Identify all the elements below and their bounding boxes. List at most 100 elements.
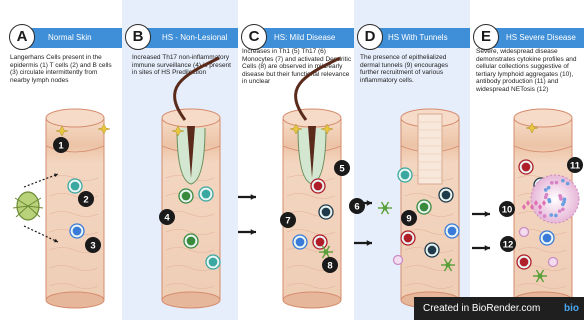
callout-7: 7 [280, 212, 296, 228]
th1-cell-nucleus [442, 191, 451, 200]
th17-cell-nucleus [187, 237, 196, 246]
callout-number: 4 [164, 213, 170, 224]
t-cell [68, 179, 82, 193]
callout-1: 1 [53, 137, 69, 153]
dendritic-cell-body [383, 206, 388, 211]
b-cell-nucleus [543, 234, 552, 243]
monocyte-nucleus [448, 227, 457, 236]
callout-number: 2 [83, 195, 88, 206]
progression-arrow-head [367, 240, 372, 246]
th1-cell [439, 188, 453, 202]
skin-base [283, 292, 341, 308]
aggregate-cell [547, 186, 551, 190]
th1-cell [401, 231, 415, 245]
skin-surface [283, 109, 341, 127]
t-cell-nucleus [209, 258, 218, 267]
callout-number: 8 [327, 261, 332, 272]
callout-11: 11 [567, 157, 583, 173]
callout-number: 1 [58, 141, 64, 152]
th1-cell-nucleus [316, 238, 325, 247]
t-cell-nucleus [71, 182, 80, 191]
t-cell [199, 187, 213, 201]
neutrophil [520, 228, 529, 237]
callout-3: 3 [85, 237, 101, 253]
biorender-watermark: Created in BioRender.com bio [414, 297, 584, 320]
aggregate-cell [558, 194, 562, 198]
b-cell [540, 231, 554, 245]
biorender-logo: bio [564, 297, 579, 320]
progression-arrow-head [251, 229, 256, 235]
inflammatory-cell [425, 243, 439, 257]
aggregate-cell [550, 181, 554, 185]
skin-cross-section [162, 58, 220, 308]
aggregate-cell [566, 182, 570, 186]
callout-8: 8 [322, 257, 338, 273]
skin-surface [162, 109, 220, 127]
aggregate-cell [544, 188, 548, 192]
monocyte [445, 224, 459, 238]
progression-arrow-head [485, 245, 490, 251]
skin-base [46, 292, 104, 308]
callout-12: 12 [500, 236, 516, 252]
aggregate-cell [554, 214, 558, 218]
aggregate-cell [548, 200, 552, 204]
b-cell [70, 224, 84, 238]
skin-cross-section [46, 109, 104, 308]
t-cell-nucleus [202, 190, 211, 199]
neutrophil [549, 258, 558, 267]
callout-number: 9 [406, 214, 411, 225]
aggregate-cell [549, 213, 553, 217]
th17-cell [417, 200, 431, 214]
callout-number: 6 [354, 202, 359, 213]
callout-number: 12 [503, 240, 514, 251]
progression-arrow-head [367, 200, 372, 206]
th1-cell-nucleus [520, 258, 529, 267]
t-cell [206, 255, 220, 269]
skin-surface [46, 109, 104, 127]
th17-cell [179, 189, 193, 203]
aggregate-cell [561, 179, 565, 183]
b-cell-nucleus [73, 227, 82, 236]
th17-cell-nucleus [322, 208, 331, 217]
aggregate-cell [543, 214, 547, 218]
callout-number: 11 [570, 161, 581, 172]
inflammatory-cell [398, 168, 412, 182]
aggregate-cell [544, 196, 548, 200]
callout-6: 6 [349, 198, 365, 214]
callout-number: 7 [285, 216, 290, 227]
th17-cell-nucleus [420, 203, 429, 212]
dermal-tunnel [418, 114, 442, 184]
callout-2: 2 [78, 191, 94, 207]
skin-base [162, 292, 220, 308]
aggregate-cell [563, 198, 567, 202]
th17-cell-nucleus [182, 192, 191, 201]
dendritic-cell-body [446, 263, 451, 268]
callout-number: 10 [502, 205, 513, 216]
aggregate-cell [561, 208, 565, 212]
lymph-node-icon [13, 192, 43, 220]
th1-cell [313, 235, 327, 249]
dendritic-cell-body [324, 250, 329, 255]
th1-cell [519, 160, 533, 174]
th1-cell-nucleus [404, 234, 413, 243]
th1-cell [517, 255, 531, 269]
callout-number: 5 [339, 164, 345, 175]
monocyte-nucleus [296, 238, 305, 247]
th1-cell [311, 179, 325, 193]
th1-cell-nucleus [314, 182, 323, 191]
th17-cell [319, 205, 333, 219]
neutrophil [394, 256, 403, 265]
callout-10: 10 [499, 201, 515, 217]
monocyte [293, 235, 307, 249]
skin-surface [514, 109, 572, 127]
callout-9: 9 [401, 210, 417, 226]
watermark-text: Created in BioRender.com [423, 297, 540, 320]
inflammatory-cell-nucleus [401, 171, 410, 180]
aggregate-cell [555, 181, 559, 185]
aggregate-cell [558, 209, 562, 213]
callout-4: 4 [159, 209, 175, 225]
dendritic-cell-body [538, 274, 543, 279]
callout-5: 5 [334, 160, 350, 176]
